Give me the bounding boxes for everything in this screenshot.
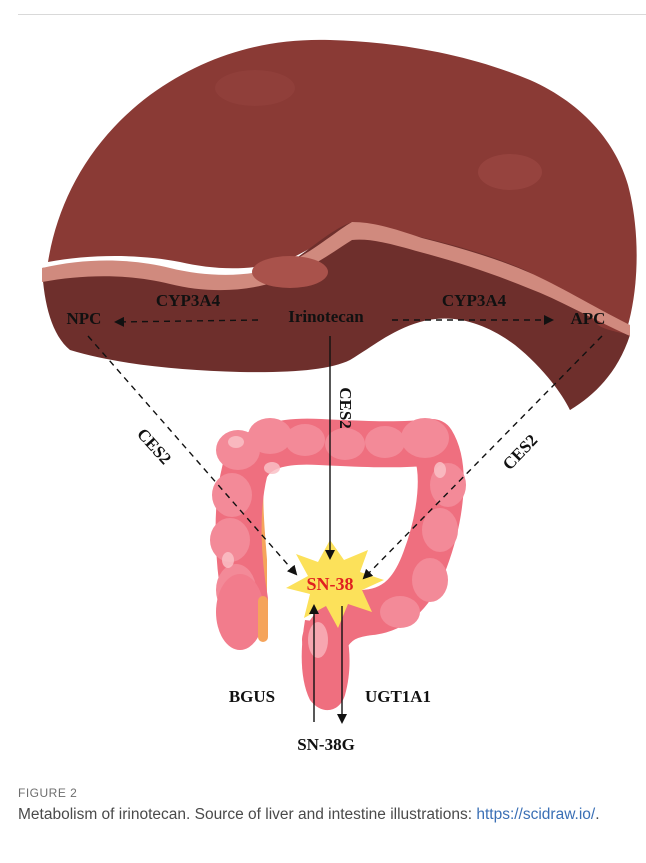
label-sn38: SN-38 (306, 574, 353, 594)
label-bgus: BGUS (229, 687, 275, 706)
label-sn38g: SN-38G (297, 735, 355, 754)
caption-text: Metabolism of irinotecan. Source of live… (18, 804, 638, 826)
label-ugt1a1: UGT1A1 (365, 687, 431, 706)
label-irinotecan: Irinotecan (288, 307, 364, 326)
label-cyp3a4-left: CYP3A4 (156, 291, 221, 310)
label-ces2-center: CES2 (336, 387, 355, 429)
caption-label: FIGURE 2 (18, 786, 638, 800)
liver-notch (252, 256, 328, 288)
liver-highlight (478, 154, 542, 190)
label-ces2-left: CES2 (133, 425, 175, 469)
colon-rectum-highlight (308, 622, 328, 658)
label-apc: APC (571, 309, 606, 328)
caption-trailing: . (595, 806, 599, 823)
colon-appendix (258, 596, 268, 642)
caption-source-link[interactable]: https://scidraw.io/ (476, 806, 595, 823)
caption-body: Metabolism of irinotecan. Source of live… (18, 806, 476, 823)
label-ces2-right: CES2 (499, 431, 542, 474)
colon-cecum (216, 574, 264, 650)
label-cyp3a4-right: CYP3A4 (442, 291, 507, 310)
figure-caption: FIGURE 2 Metabolism of irinotecan. Sourc… (18, 786, 638, 826)
label-npc: NPC (67, 309, 102, 328)
liver-highlight-top (215, 70, 295, 106)
liver-illustration (42, 40, 637, 410)
metabolism-diagram: Irinotecan NPC APC CYP3A4 CYP3A4 CES2 CE… (0, 0, 646, 780)
